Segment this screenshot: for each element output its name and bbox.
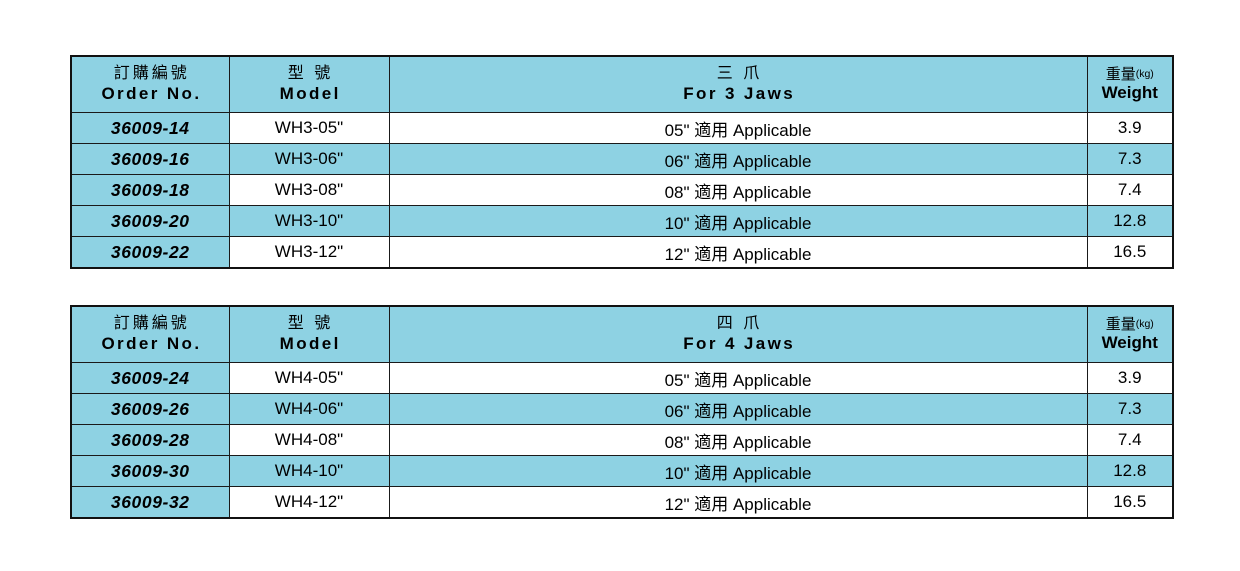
- cell-model: WH3-12": [228, 236, 390, 269]
- table-row: 36009-24 WH4-05" 05" 適用 Applicable 3.9: [70, 362, 1174, 394]
- column-header-model-cjk: 型 號: [287, 315, 334, 333]
- cell-order-no: 36009-24: [70, 362, 230, 394]
- table-row: 36009-18 WH3-08" 08" 適用 Applicable 7.4: [70, 174, 1174, 206]
- cell-order-no: 36009-26: [70, 393, 230, 425]
- table-row: 36009-32 WH4-12" 12" 適用 Applicable 16.5: [70, 486, 1174, 519]
- cell-model: WH4-08": [228, 424, 390, 456]
- cell-jaws-applicable: 05" 適用 Applicable: [388, 362, 1088, 394]
- cell-order-no: 36009-22: [70, 236, 230, 269]
- cell-weight: 12.8: [1086, 205, 1174, 237]
- cell-model: WH3-05": [228, 112, 390, 144]
- cell-jaws-applicable: 05" 適用 Applicable: [388, 112, 1088, 144]
- column-header-model-cjk: 型 號: [287, 65, 334, 83]
- cell-order-no: 36009-28: [70, 424, 230, 456]
- cell-jaws-applicable: 10" 適用 Applicable: [388, 455, 1088, 487]
- weight-cjk-text: 重量: [1105, 65, 1136, 83]
- cell-weight: 16.5: [1086, 486, 1174, 519]
- cell-jaws-applicable: 08" 適用 Applicable: [388, 174, 1088, 206]
- cell-order-no: 36009-32: [70, 486, 230, 519]
- column-header-weight-cjk: 重量(kg): [1088, 66, 1173, 84]
- table-body-4-jaws: 36009-24 WH4-05" 05" 適用 Applicable 3.9 3…: [70, 362, 1174, 519]
- weight-cjk-text: 重量: [1105, 315, 1136, 333]
- cell-order-no: 36009-14: [70, 112, 230, 144]
- cell-weight: 7.4: [1086, 174, 1174, 206]
- cell-model: WH3-10": [228, 205, 390, 237]
- column-header-order-no-en: Order No.: [101, 333, 202, 353]
- column-header-model-en: Model: [279, 83, 341, 103]
- column-header-order-no-cjk: 訂購編號: [113, 315, 190, 333]
- cell-weight: 7.3: [1086, 143, 1174, 175]
- cell-weight: 12.8: [1086, 455, 1174, 487]
- column-header-weight: 重量(kg) Weight: [1086, 305, 1174, 363]
- column-header-order-no-en: Order No.: [101, 83, 202, 103]
- cell-weight: 16.5: [1086, 236, 1174, 269]
- header-row: 訂購編號 Order No. 型 號 Model 三 爪 For 3 Jaws …: [70, 55, 1174, 113]
- cell-weight: 3.9: [1086, 112, 1174, 144]
- table-body-3-jaws: 36009-14 WH3-05" 05" 適用 Applicable 3.9 3…: [70, 112, 1174, 269]
- cell-model: WH4-06": [228, 393, 390, 425]
- table-row: 36009-14 WH3-05" 05" 適用 Applicable 3.9: [70, 112, 1174, 144]
- column-header-order-no: 訂購編號 Order No.: [70, 55, 230, 113]
- column-header-jaws-cjk: 四 爪: [716, 315, 763, 333]
- column-header-jaws-cjk: 三 爪: [716, 65, 763, 83]
- column-header-for-4-jaws: 四 爪 For 4 Jaws: [388, 305, 1088, 363]
- table-row: 36009-20 WH3-10" 10" 適用 Applicable 12.8: [70, 205, 1174, 237]
- column-header-weight-en: Weight: [1101, 83, 1158, 103]
- cell-model: WH4-05": [228, 362, 390, 394]
- column-header-for-3-jaws: 三 爪 For 3 Jaws: [388, 55, 1088, 113]
- table-row: 36009-22 WH3-12" 12" 適用 Applicable 16.5: [70, 236, 1174, 269]
- table-header-3-jaws: 訂購編號 Order No. 型 號 Model 三 爪 For 3 Jaws …: [70, 55, 1174, 113]
- cell-jaws-applicable: 06" 適用 Applicable: [388, 143, 1088, 175]
- cell-jaws-applicable: 06" 適用 Applicable: [388, 393, 1088, 425]
- cell-order-no: 36009-18: [70, 174, 230, 206]
- column-header-model-en: Model: [279, 333, 341, 353]
- cell-model: WH4-10": [228, 455, 390, 487]
- column-header-jaws-en: For 4 Jaws: [683, 333, 796, 353]
- cell-jaws-applicable: 08" 適用 Applicable: [388, 424, 1088, 456]
- column-header-weight-cjk: 重量(kg): [1088, 316, 1173, 334]
- cell-model: WH3-08": [228, 174, 390, 206]
- table-row: 36009-16 WH3-06" 06" 適用 Applicable 7.3: [70, 143, 1174, 175]
- weight-unit: (kg): [1135, 67, 1154, 80]
- table-row: 36009-30 WH4-10" 10" 適用 Applicable 12.8: [70, 455, 1174, 487]
- cell-jaws-applicable: 10" 適用 Applicable: [388, 205, 1088, 237]
- column-header-order-no-cjk: 訂購編號: [113, 65, 190, 83]
- spec-table-4-jaws: 訂購編號 Order No. 型 號 Model 四 爪 For 4 Jaws …: [70, 305, 1174, 519]
- cell-order-no: 36009-20: [70, 205, 230, 237]
- cell-order-no: 36009-30: [70, 455, 230, 487]
- cell-weight: 7.3: [1086, 393, 1174, 425]
- weight-unit: (kg): [1135, 317, 1154, 330]
- table-row: 36009-26 WH4-06" 06" 適用 Applicable 7.3: [70, 393, 1174, 425]
- cell-weight: 7.4: [1086, 424, 1174, 456]
- column-header-jaws-en: For 3 Jaws: [683, 83, 796, 103]
- cell-model: WH4-12": [228, 486, 390, 519]
- cell-order-no: 36009-16: [70, 143, 230, 175]
- column-header-model: 型 號 Model: [228, 305, 390, 363]
- spec-table-3-jaws: 訂購編號 Order No. 型 號 Model 三 爪 For 3 Jaws …: [70, 55, 1174, 269]
- column-header-model: 型 號 Model: [228, 55, 390, 113]
- cell-model: WH3-06": [228, 143, 390, 175]
- column-header-order-no: 訂購編號 Order No.: [70, 305, 230, 363]
- table-header-4-jaws: 訂購編號 Order No. 型 號 Model 四 爪 For 4 Jaws …: [70, 305, 1174, 363]
- table-row: 36009-28 WH4-08" 08" 適用 Applicable 7.4: [70, 424, 1174, 456]
- cell-jaws-applicable: 12" 適用 Applicable: [388, 486, 1088, 519]
- cell-weight: 3.9: [1086, 362, 1174, 394]
- cell-jaws-applicable: 12" 適用 Applicable: [388, 236, 1088, 269]
- column-header-weight-en: Weight: [1101, 333, 1158, 353]
- column-header-weight: 重量(kg) Weight: [1086, 55, 1174, 113]
- header-row: 訂購編號 Order No. 型 號 Model 四 爪 For 4 Jaws …: [70, 305, 1174, 363]
